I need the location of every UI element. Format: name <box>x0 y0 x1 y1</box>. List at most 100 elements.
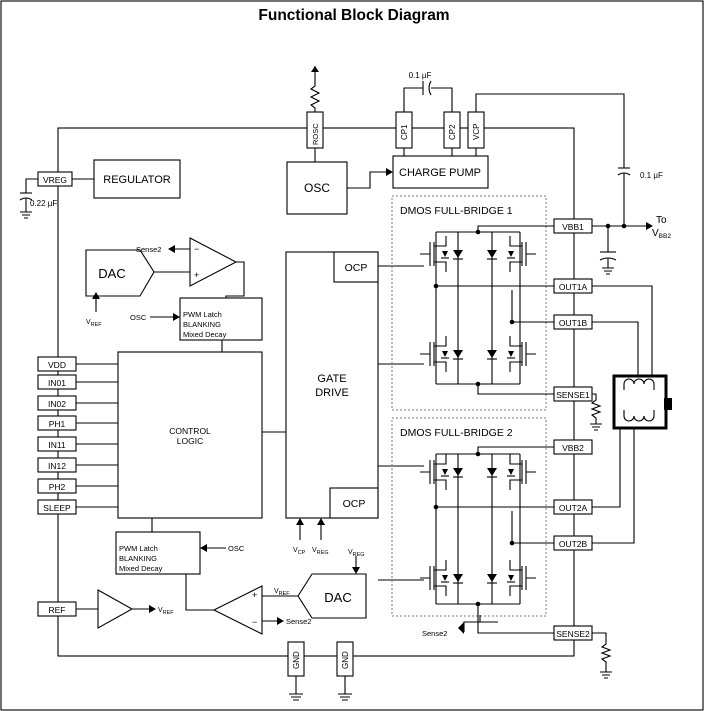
svg-text:IN01: IN01 <box>48 378 66 388</box>
svg-text:BLANKING: BLANKING <box>183 320 221 329</box>
pin-out2b: OUT2B <box>553 535 593 551</box>
control-logic-block: CONTROL LOGIC <box>117 351 263 519</box>
gate-drive-block: GATE DRIVE <box>285 251 379 519</box>
comparator-bottom: + − <box>212 585 263 635</box>
svg-text:OUT2A: OUT2A <box>559 503 588 513</box>
diagram-title: Functional Block Diagram <box>258 7 449 24</box>
regulator-block: REGULATOR <box>93 159 181 199</box>
svg-text:0.1 µF: 0.1 µF <box>640 171 663 180</box>
pin-sense1: SENSE1 <box>553 386 593 402</box>
svg-text:SENSE2: SENSE2 <box>556 629 590 639</box>
pin-vreg: VREG <box>37 171 73 187</box>
vref-dac-label: VREF <box>274 588 290 597</box>
vbb2-label: VBB2 <box>652 228 671 240</box>
bridge1-region <box>391 195 547 411</box>
svg-text:+: + <box>194 270 199 280</box>
bridge2-region <box>391 417 547 617</box>
svg-text:LOGIC: LOGIC <box>177 436 203 446</box>
comparator-top: − + <box>189 237 238 287</box>
sense1-resistor <box>590 393 602 431</box>
svg-text:VREG: VREG <box>312 547 329 556</box>
svg-text:SLEEP: SLEEP <box>43 503 71 513</box>
svg-text:PWM Latch: PWM Latch <box>119 544 158 553</box>
svg-text:SENSE1: SENSE1 <box>556 390 590 400</box>
svg-text:IN11: IN11 <box>48 440 66 450</box>
pin-gnd-1: GND <box>287 641 305 701</box>
svg-text:VREG: VREG <box>43 175 67 185</box>
svg-text:DAC: DAC <box>98 266 125 281</box>
charge-pump-block: CHARGE PUMP <box>392 155 489 189</box>
pin-sleep: SLEEP <box>37 499 77 515</box>
stepper-motor <box>612 374 672 430</box>
ref-buffer <box>97 589 134 629</box>
bridge1-label: DMOS FULL-BRIDGE 1 <box>400 205 513 217</box>
svg-text:VCP: VCP <box>472 124 481 140</box>
svg-text:PWM Latch: PWM Latch <box>183 310 222 319</box>
svg-text:BLANKING: BLANKING <box>119 554 157 563</box>
pin-rosc: ROSC <box>306 111 324 149</box>
pin-in01: IN01 <box>37 374 77 390</box>
pin-in11: IN11 <box>37 436 77 452</box>
ocp-top-block: OCP <box>333 251 379 283</box>
svg-text:REF: REF <box>49 605 66 615</box>
svg-text:GND: GND <box>292 651 301 669</box>
svg-text:−: − <box>194 244 199 254</box>
pin-cp2: CP2 <box>443 111 461 149</box>
pin-gnd-2: GND <box>336 641 354 701</box>
svg-text:OCP: OCP <box>345 262 368 274</box>
svg-text:PH2: PH2 <box>49 482 66 492</box>
pin-out1a: OUT1A <box>553 278 593 294</box>
svg-text:VDD: VDD <box>48 360 66 370</box>
pin-out2a: OUT2A <box>553 499 593 515</box>
svg-text:CHARGE PUMP: CHARGE PUMP <box>399 167 481 179</box>
svg-text:PH1: PH1 <box>49 419 66 429</box>
sense2-top-label: Sense2 <box>136 245 161 254</box>
svg-text:DRIVE: DRIVE <box>315 387 349 399</box>
svg-text:0.22 µF: 0.22 µF <box>30 199 57 208</box>
bridge1-mosfets <box>420 225 554 395</box>
svg-text:VCP: VCP <box>293 547 306 556</box>
svg-text:VBB2: VBB2 <box>562 443 584 453</box>
sense2-dac-label: Sense2 <box>286 617 311 626</box>
cp-capacitor: 0.1 µF <box>403 71 453 112</box>
vbb-capacitor <box>599 226 617 275</box>
dac-bottom-block: DAC <box>297 573 367 619</box>
pin-vbb1: VBB1 <box>553 218 593 234</box>
svg-text:CP1: CP1 <box>400 124 409 140</box>
svg-text:REGULATOR: REGULATOR <box>103 174 170 186</box>
svg-text:OCP: OCP <box>343 498 366 510</box>
gate-drive-inputs: VCP VREG <box>293 518 329 556</box>
svg-text:DAC: DAC <box>324 590 351 605</box>
pin-in12: IN12 <box>37 457 77 473</box>
bridge2-mosfets <box>420 446 554 634</box>
pin-vdd: VDD <box>37 356 77 372</box>
svg-text:Mixed Decay: Mixed Decay <box>119 564 163 573</box>
pin-sense2: SENSE2 <box>553 625 593 641</box>
svg-text:CONTROL: CONTROL <box>169 426 211 436</box>
bridge2-label: DMOS FULL-BRIDGE 2 <box>400 427 513 439</box>
svg-text:GND: GND <box>341 651 350 669</box>
pin-ph1: PH1 <box>37 415 77 431</box>
svg-text:CP2: CP2 <box>448 124 457 140</box>
pin-in02: IN02 <box>37 395 77 411</box>
ocp-bottom-block: OCP <box>329 487 379 519</box>
svg-text:ROSC: ROSC <box>311 123 320 145</box>
svg-text:IN02: IN02 <box>48 399 66 409</box>
svg-text:GATE: GATE <box>317 373 346 385</box>
svg-text:VBB1: VBB1 <box>562 222 584 232</box>
svg-text:OUT1B: OUT1B <box>559 318 588 328</box>
sense2-resistor <box>592 632 612 679</box>
pin-ph2: PH2 <box>37 478 77 494</box>
vref-top-label: VREF <box>86 319 102 328</box>
osc-input-bottom-label: OSC <box>228 544 245 553</box>
vref-buffer-label: VREF <box>158 607 174 616</box>
svg-text:OUT1A: OUT1A <box>559 282 588 292</box>
pin-vbb2: VBB2 <box>553 439 593 455</box>
to-label: To <box>656 215 667 226</box>
rosc-resistor <box>309 66 321 112</box>
pin-ref: REF <box>37 601 77 617</box>
pwm-latch-bottom-block: PWM Latch BLANKING Mixed Decay <box>115 531 201 575</box>
